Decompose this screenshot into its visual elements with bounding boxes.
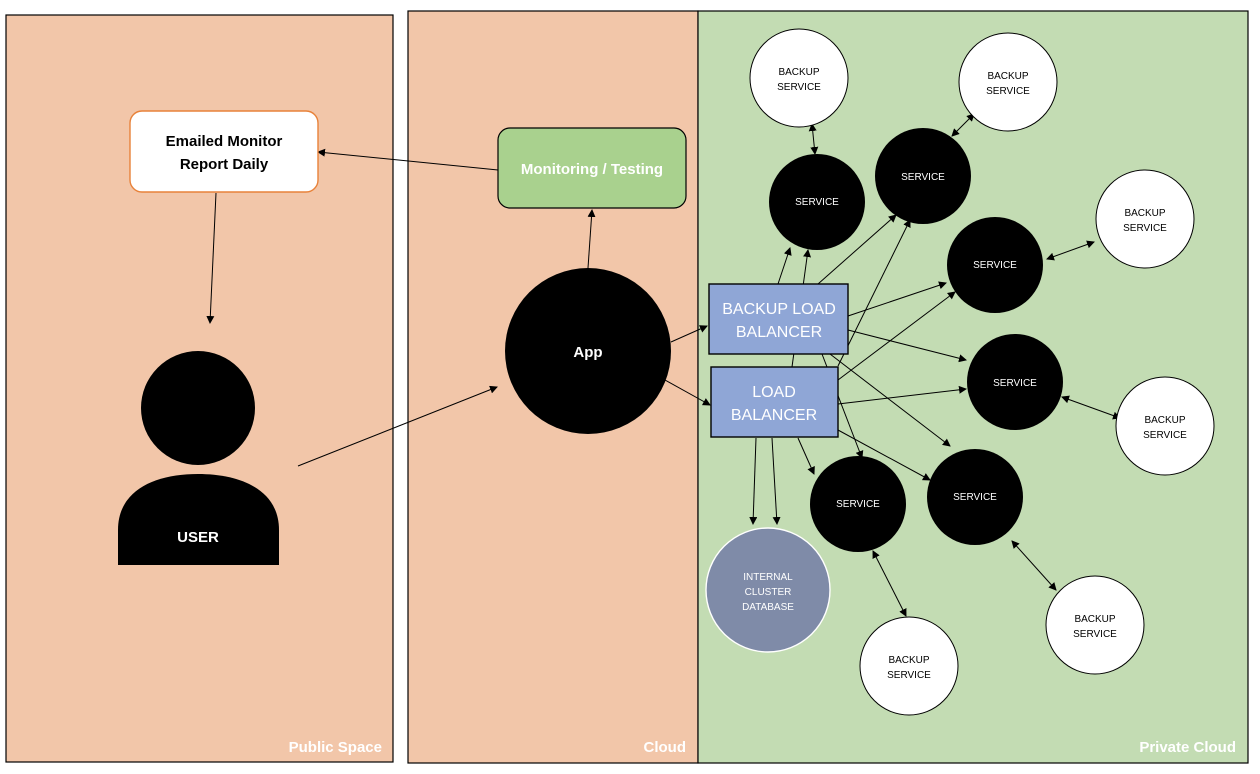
edge-lb-to-service-5 [797, 437, 815, 475]
edge-backup-lb-to-service-2 [817, 214, 897, 285]
edge-email-to-user [206, 192, 217, 324]
service-3-label: SERVICE [973, 260, 1017, 271]
backup-service-node-6: BACKUP SERVICE [1045, 575, 1145, 675]
edge-user-to-app [297, 385, 498, 467]
service-6-label: SERVICE [953, 492, 997, 503]
edge-service-5-backup-5 [872, 550, 907, 617]
database-line2: CLUSTER [745, 587, 792, 598]
email-report-line2: Report Daily [180, 156, 269, 173]
edge-backup-lb-to-service-3 [847, 281, 947, 317]
backup-load-balancer-node: BACKUP LOAD BALANCER [708, 283, 849, 355]
user-node: USER [118, 351, 279, 565]
backup-service-node-1: BACKUP SERVICE [749, 28, 849, 128]
service-node-6: SERVICE [927, 449, 1023, 545]
edge-service-1-backup-1 [808, 123, 819, 155]
backup-service-6-line2: SERVICE [1073, 629, 1117, 640]
zone-cloud-label: Cloud [644, 739, 687, 756]
edge-lb-to-service-3 [837, 291, 956, 381]
edge-lb-to-service-6 [837, 429, 931, 481]
service-5-label: SERVICE [836, 499, 880, 510]
edge-service-4-backup-4 [1061, 395, 1121, 420]
edge-lb-to-database-2 [771, 437, 781, 525]
app-label: App [573, 344, 602, 361]
lb-line1: LOAD [752, 384, 796, 401]
edge-lb-to-service-4 [837, 385, 967, 405]
service-node-4: SERVICE [967, 334, 1063, 430]
backup-service-node-2: BACKUP SERVICE [958, 32, 1058, 132]
emailed-monitor-report-node: Emailed Monitor Report Daily [129, 110, 319, 193]
service-node-5: SERVICE [810, 456, 906, 552]
edge-app-to-lb [664, 379, 711, 406]
edge-monitoring-to-email [317, 148, 499, 171]
user-body-icon [118, 474, 279, 565]
backup-service-4-line1: BACKUP [1144, 415, 1185, 426]
backup-lb-line1: BACKUP LOAD [722, 301, 836, 318]
edge-lb-to-service-2 [837, 219, 911, 367]
service-node-1: SERVICE [769, 154, 865, 250]
service-4-label: SERVICE [993, 378, 1037, 389]
app-node: App [505, 268, 671, 434]
service-node-2: SERVICE [875, 128, 971, 224]
edge-backup-lb-to-service-1 [777, 247, 792, 285]
edge-backup-lb-to-service-4 [847, 329, 967, 363]
edge-service-3-backup-3 [1046, 240, 1095, 261]
backup-service-5-line2: SERVICE [887, 670, 931, 681]
service-2-label: SERVICE [901, 172, 945, 183]
edge-service-2-backup-2 [951, 113, 975, 137]
zone-public-label: Public Space [289, 739, 382, 756]
monitoring-label: Monitoring / Testing [521, 161, 663, 178]
backup-service-3-line2: SERVICE [1123, 223, 1167, 234]
backup-service-2-line1: BACKUP [987, 71, 1028, 82]
edge-app-to-monitoring [587, 209, 596, 269]
backup-lb-line2: BALANCER [736, 324, 822, 341]
edge-service-6-backup-6 [1011, 540, 1057, 591]
user-head-icon [141, 351, 255, 465]
user-label: USER [177, 529, 219, 546]
backup-service-6-line1: BACKUP [1074, 614, 1115, 625]
backup-service-2-line2: SERVICE [986, 86, 1030, 97]
service-1-label: SERVICE [795, 197, 839, 208]
edge-app-to-backup-lb [670, 325, 708, 343]
database-line3: DATABASE [742, 602, 794, 613]
backup-service-1-line2: SERVICE [777, 82, 821, 93]
database-line1: INTERNAL [743, 572, 793, 583]
backup-service-5-line1: BACKUP [888, 655, 929, 666]
backup-service-4-line2: SERVICE [1143, 430, 1187, 441]
monitoring-testing-node: Monitoring / Testing [497, 127, 687, 209]
edge-lb-to-database-1 [749, 437, 758, 525]
backup-service-node-5: BACKUP SERVICE [859, 616, 959, 716]
backup-service-1-line1: BACKUP [778, 67, 819, 78]
backup-service-3-line1: BACKUP [1124, 208, 1165, 219]
service-node-3: SERVICE [947, 217, 1043, 313]
edge-backup-lb-to-service-6 [829, 353, 951, 447]
email-report-line1: Emailed Monitor [166, 133, 283, 150]
load-balancer-node: LOAD BALANCER [710, 366, 839, 438]
backup-service-node-3: BACKUP SERVICE [1095, 169, 1195, 269]
backup-service-node-4: BACKUP SERVICE [1115, 376, 1215, 476]
zone-private-label: Private Cloud [1139, 739, 1236, 756]
lb-line2: BALANCER [731, 407, 817, 424]
internal-cluster-database-node: INTERNAL CLUSTER DATABASE [705, 527, 831, 653]
